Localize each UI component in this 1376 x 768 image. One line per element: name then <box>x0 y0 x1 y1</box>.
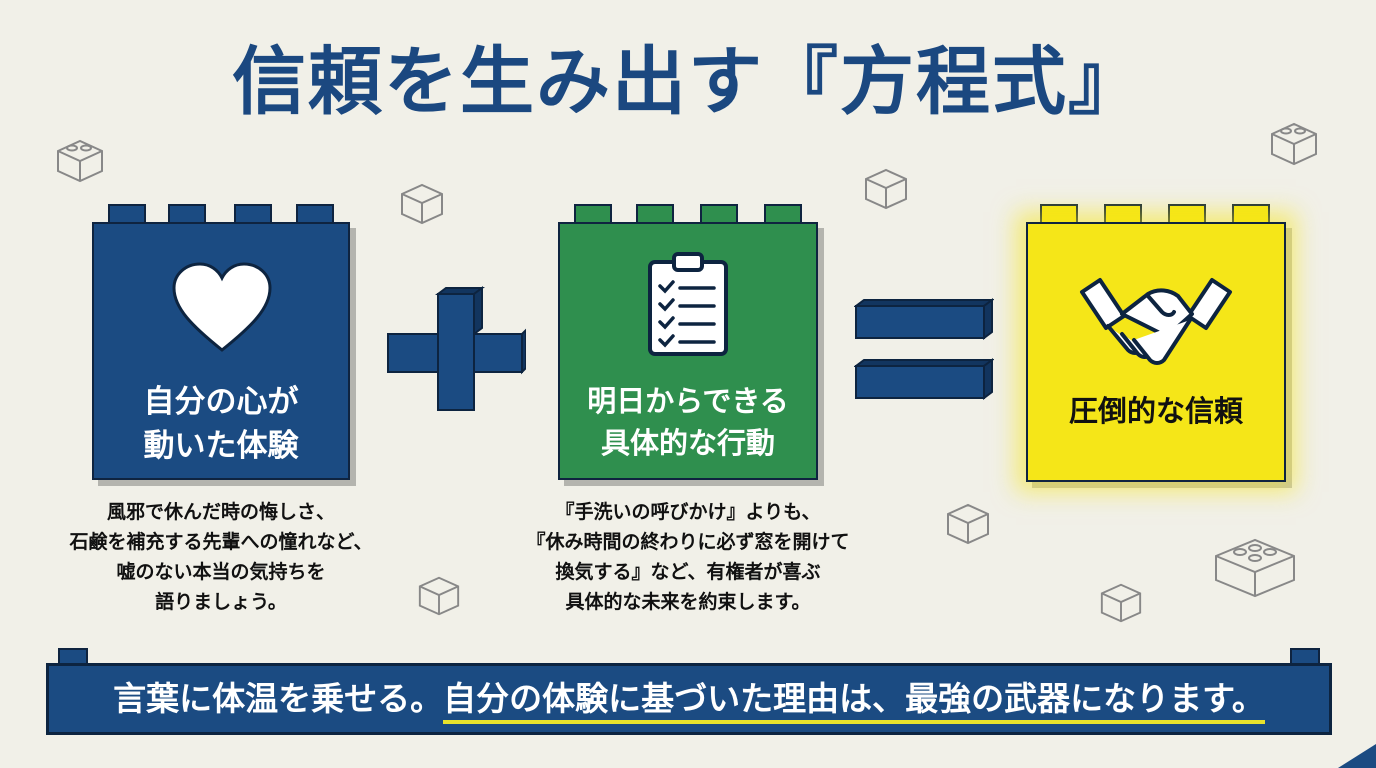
brick-stud <box>1104 204 1142 224</box>
decorative-brick-icon <box>401 183 443 225</box>
decorative-brick-icon <box>865 168 907 210</box>
brick-stud <box>574 204 612 224</box>
brick-stud <box>1168 204 1206 224</box>
heart-icon <box>172 262 272 352</box>
description-heart-experience: 風邪で休んだ時の悔しさ、 石鹸を補充する先輩への憧れなど、 嘘のない本当の気持ち… <box>69 501 373 613</box>
clipboard-checklist-icon <box>648 252 728 356</box>
brick-stud <box>1232 204 1270 224</box>
brick-label: 明日からできる 具体的な行動 <box>587 384 789 460</box>
brick-stud <box>296 204 334 224</box>
banner-text-plain: 言葉に体温を乗せる。 <box>113 679 444 718</box>
banner-text-highlight: 自分の体験に基づいた理由は、最強の武器になります。 <box>443 679 1265 724</box>
brick-label: 圧倒的な信頼 <box>1068 394 1243 428</box>
brick-stud <box>636 204 674 224</box>
brick-trust-result: 圧倒的な信頼 <box>1026 204 1286 482</box>
brick-label: 自分の心が 動いた体験 <box>143 384 299 464</box>
brick-heart-experience: 自分の心が 動いた体験 <box>92 204 350 480</box>
decorative-brick-icon <box>418 576 460 616</box>
plus-icon <box>387 286 526 411</box>
description-concrete-action: 『手洗いの呼びかけ』よりも、 『休み時間の終わりに必ず窓を開けて 換気する』など… <box>526 501 850 613</box>
equals-icon <box>854 298 994 400</box>
brick-stud <box>168 204 206 224</box>
summary-banner: 言葉に体温を乗せる。自分の体験に基づいた理由は、最強の武器になります。 <box>46 663 1332 735</box>
banner-text: 言葉に体温を乗せる。自分の体験に基づいた理由は、最強の武器になります。 <box>49 666 1329 732</box>
brick-stud <box>108 204 146 224</box>
brick-stud <box>764 204 802 224</box>
banner-stud <box>58 648 88 664</box>
brick-concrete-action: 明日からできる 具体的な行動 <box>558 204 818 480</box>
brick-stud <box>700 204 738 224</box>
handshake-icon <box>1080 278 1232 365</box>
decorative-brick-icon <box>1100 583 1142 623</box>
banner-stud <box>1290 648 1320 664</box>
brick-stud <box>1040 204 1078 224</box>
decorative-brick-icon <box>947 503 989 545</box>
corner-accent <box>1338 744 1376 768</box>
page-title: 信頼を生み出す『方程式』 <box>232 39 1144 125</box>
brick-stud <box>234 204 272 224</box>
decorative-brick-icon <box>57 139 103 183</box>
decorative-brick-icon <box>1271 122 1317 166</box>
decorative-brick-icon <box>1215 538 1295 598</box>
